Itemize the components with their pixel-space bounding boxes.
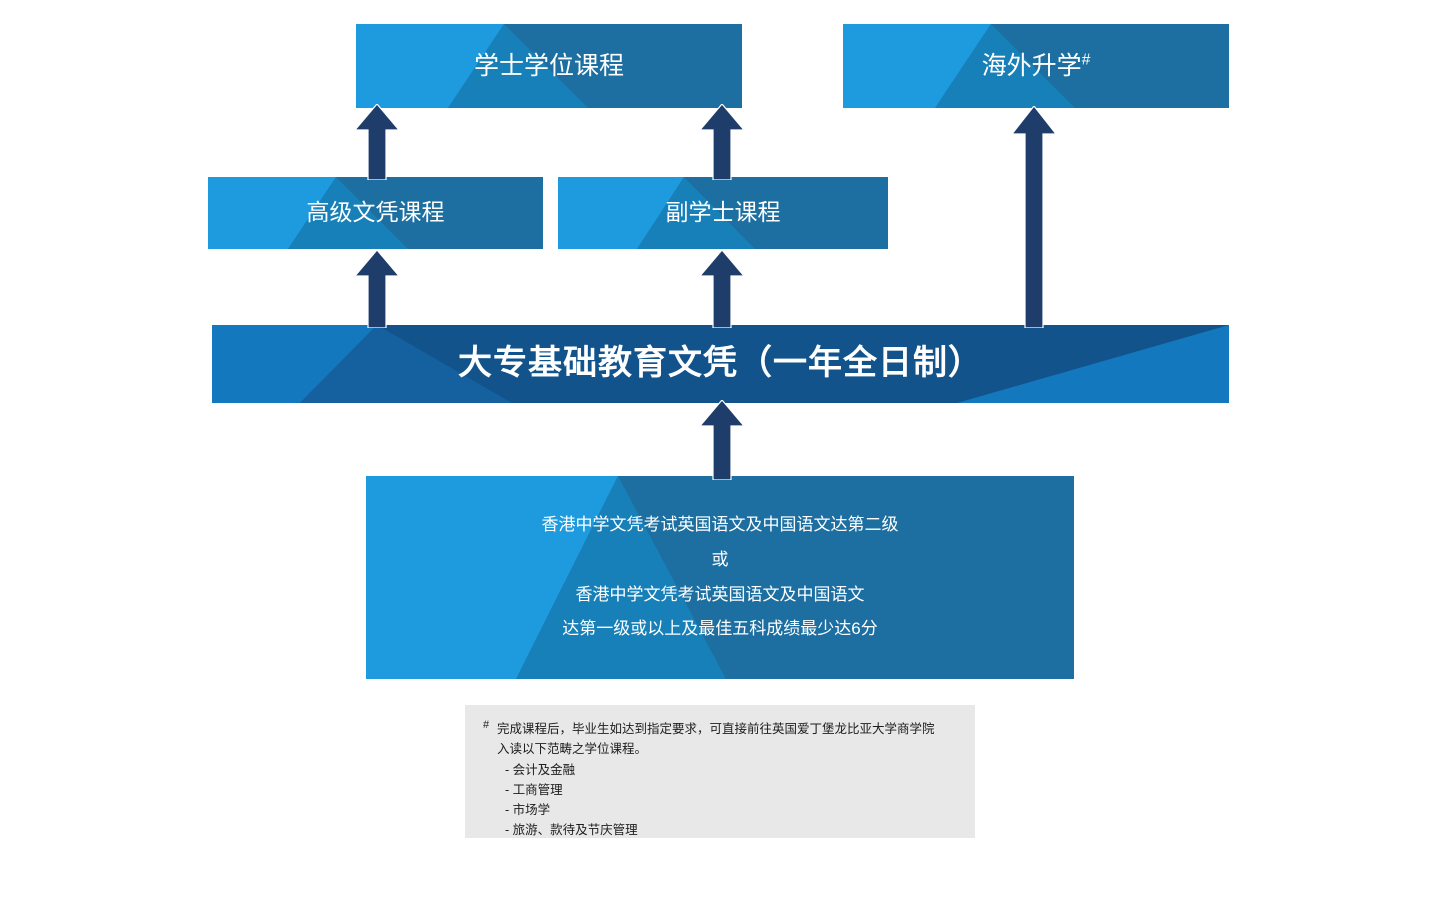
arrow-entry-to-foundation [698,400,746,480]
node-associate-label: 副学士课程 [665,199,781,226]
footnote-box: # 完成课程后，毕业生如达到指定要求，可直接前往英国爱丁堡龙比亚大学商学院 入读… [465,705,975,838]
footnote-item-business-administration: - 工商管理 [505,782,563,797]
node-overseas-text: 海外升学 [981,51,1082,80]
node-higher-diploma-label: 高级文凭课程 [306,199,445,226]
node-entry-requirements-text: 香港中学文凭考试英国语文及中国语文达第二级或香港中学文凭考试英国语文及中国语文达… [542,508,899,647]
node-entry-facets [366,476,1074,679]
node-foundation-facets [212,325,1229,403]
node-higher-diploma-facets [208,177,543,249]
node-foundation-label: 大专基础教育文凭（一年全日制） [458,344,983,383]
entry-line-4: 达第一级或以上及最佳五科成绩最少达6分 [562,619,878,639]
node-associate-degree[interactable]: 副学士课程 [558,177,888,249]
node-overseas-facets [843,24,1229,108]
node-bachelor-label: 学士学位课程 [473,51,624,80]
node-associate-facets [558,177,888,249]
footnote-head-line: # 完成课程后，毕业生如达到指定要求，可直接前往英国爱丁堡龙比亚大学商学院 [483,719,957,739]
arrow-higher-diploma-to-bachelor [353,104,401,180]
arrow-associate-to-bachelor [698,104,746,180]
node-entry-requirements[interactable]: 香港中学文凭考试英国语文及中国语文达第二级或香港中学文凭考试英国语文及中国语文达… [366,476,1074,679]
arrow-foundation-to-associate [698,250,746,328]
node-overseas-study[interactable]: 海外升学# [843,24,1229,108]
node-overseas-label: 海外升学# [982,48,1091,84]
entry-line-1: 香港中学文凭考试英国语文及中国语文达第二级 [541,514,899,534]
footnote-head-text: 完成课程后，毕业生如达到指定要求，可直接前往英国爱丁堡龙比亚大学商学院 [497,722,935,736]
node-foundation-diploma[interactable]: 大专基础教育文凭（一年全日制） [212,325,1229,403]
arrow-foundation-to-higher-diploma [353,250,401,328]
node-bachelor-facets [356,24,742,108]
node-overseas-footnote-marker: # [1081,51,1091,69]
footnote-marker: # [483,719,490,731]
arrow-foundation-to-overseas [1010,106,1058,328]
node-higher-diploma[interactable]: 高级文凭课程 [208,177,543,249]
footnote-item-accounting-finance: - 会计及金融 [505,762,576,777]
entry-line-2: 或 [711,549,729,569]
entry-line-3: 香港中学文凭考试英国语文及中国语文 [575,584,865,604]
footnote-continuation-line: 入读以下范畴之学位课程。 [497,742,648,757]
node-bachelor-degree[interactable]: 学士学位课程 [356,24,742,108]
footnote-item-tourism-hospitality-festival: - 旅游、款待及节庆管理 [505,823,638,838]
footnote-item-marketing: - 市场学 [505,803,551,817]
